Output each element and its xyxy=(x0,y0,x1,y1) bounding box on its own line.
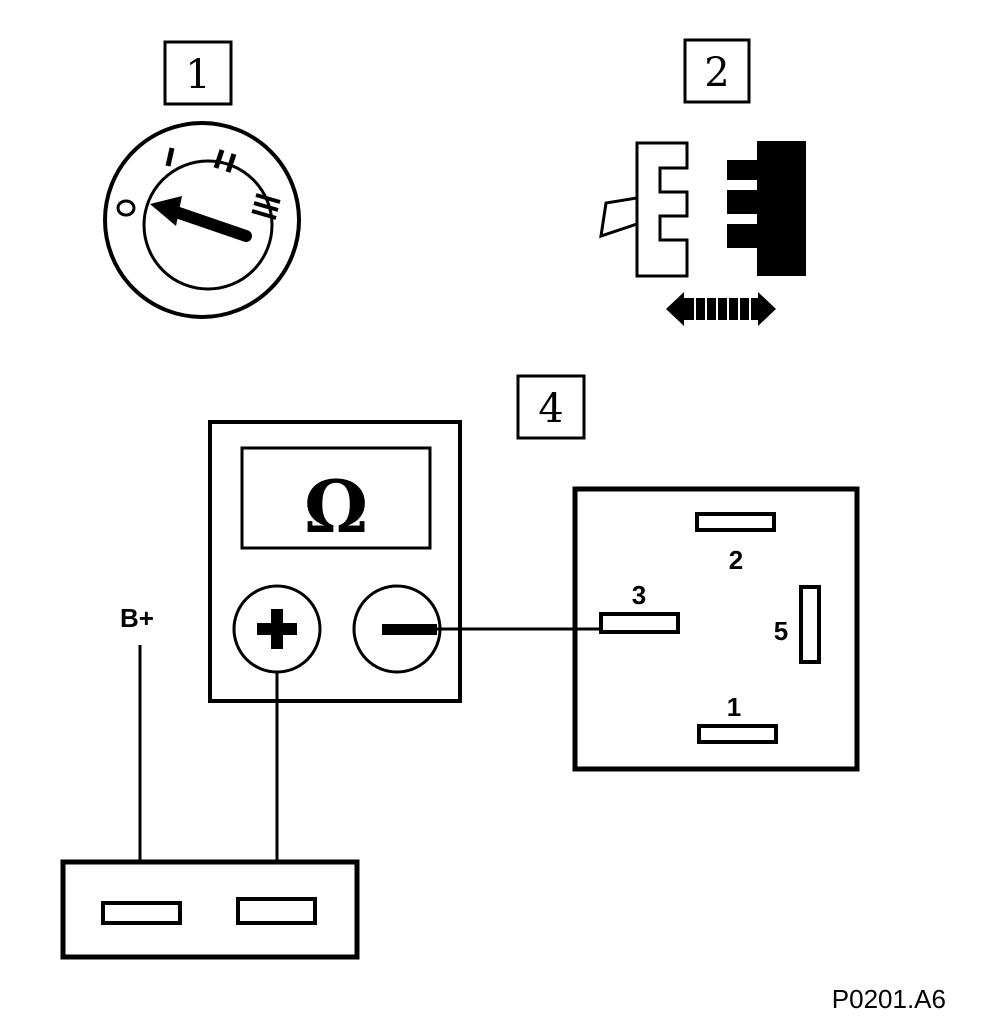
callout-2: 2 xyxy=(683,38,751,104)
connector-male-half xyxy=(727,141,806,276)
ignition-position-III-mark-b xyxy=(253,201,279,212)
ohmmeter: Ω xyxy=(208,420,462,703)
ignition-position-III-mark-c xyxy=(251,209,277,220)
harness-connector xyxy=(60,859,360,960)
arrow-right-head xyxy=(758,292,776,326)
ignition-position-II-mark-b xyxy=(225,153,237,173)
relay-terminal-5-pin xyxy=(799,585,821,664)
double-arrow-icon xyxy=(666,292,776,326)
arrow-left-head xyxy=(666,292,684,326)
connector-locking-tab xyxy=(599,196,639,239)
ohmmeter-display xyxy=(240,446,432,550)
figure-reference-code: P0201.A6 xyxy=(832,984,946,1014)
minus-icon xyxy=(382,624,437,635)
relay-terminal-2-label: 2 xyxy=(729,545,743,575)
ignition-key-shaft xyxy=(170,206,252,242)
callout-4-label: 4 xyxy=(538,386,563,432)
ignition-switch-icon xyxy=(103,121,301,319)
ignition-position-III-mark-a xyxy=(255,193,281,204)
harness-pin-right xyxy=(236,897,317,925)
callout-2-label: 2 xyxy=(704,50,729,96)
relay-terminal-1-label: 1 xyxy=(727,692,741,722)
relay-terminal-3-pin xyxy=(599,612,680,634)
harness-pin-left xyxy=(101,901,182,925)
callout-1-box xyxy=(163,40,233,106)
relay-terminal-1-pin xyxy=(697,724,778,744)
relay-terminal-2-pin xyxy=(695,512,776,532)
relay-terminal-3-label: 3 xyxy=(632,580,646,610)
connector-icon xyxy=(599,141,806,326)
relay-base: 2 3 5 1 xyxy=(572,486,860,772)
callout-1: 1 xyxy=(163,40,233,106)
plus-icon-vertical xyxy=(271,609,283,649)
callout-4-box xyxy=(516,374,586,440)
ignition-position-II-mark-a xyxy=(213,149,225,169)
arrow-shaft xyxy=(682,298,760,320)
relay-terminal-5-label: 5 xyxy=(774,616,788,646)
supply-b-plus-label: B+ xyxy=(120,603,154,633)
ignition-key-arrowhead xyxy=(150,196,182,226)
callout-1-label: 1 xyxy=(185,52,210,98)
callout-4: 4 xyxy=(516,374,586,440)
ignition-position-0-mark xyxy=(116,199,136,217)
connector-female-half xyxy=(635,141,689,278)
ignition-position-I-mark xyxy=(165,147,175,167)
ohm-symbol: Ω xyxy=(304,464,368,549)
callout-2-box xyxy=(683,38,751,104)
